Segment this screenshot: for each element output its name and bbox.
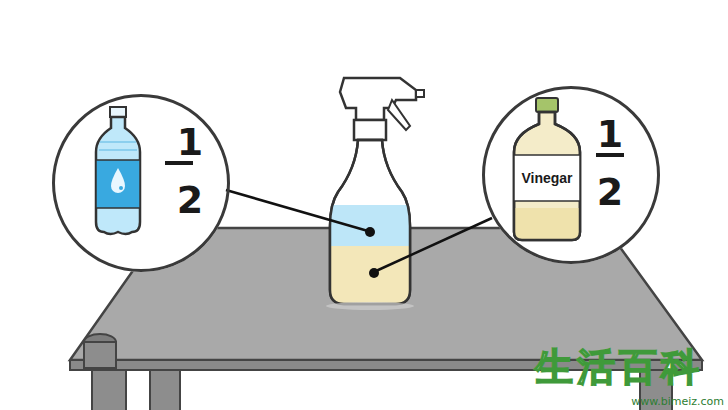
watermark-url: www.bimeiz.com — [631, 396, 724, 407]
fraction-digit: 1 — [177, 123, 203, 161]
spray-bottle — [326, 78, 424, 310]
ingredient-callout: Vinegar 1 2 — [482, 86, 660, 264]
fraction-bar — [596, 153, 624, 157]
watermark: 生活百科 — [535, 348, 703, 386]
callout-ground — [482, 86, 660, 264]
leader-line — [376, 218, 492, 271]
bottle-label: Vinegar — [521, 171, 572, 185]
fraction-digit: 2 — [177, 181, 203, 219]
table-leg — [92, 370, 126, 410]
fraction-digit: 1 — [597, 115, 623, 153]
fraction-digit: 2 — [597, 173, 623, 211]
leader-dot — [369, 268, 379, 278]
table-leg — [150, 370, 180, 410]
water-bottle — [96, 107, 140, 234]
table-leg — [84, 342, 116, 368]
fraction-bar — [165, 161, 193, 165]
leader-dot — [365, 227, 375, 237]
leader-line — [226, 190, 368, 231]
callout-ground — [52, 94, 230, 272]
vinegar-bottle — [514, 98, 580, 240]
ingredient-callout: 12 — [52, 94, 230, 272]
